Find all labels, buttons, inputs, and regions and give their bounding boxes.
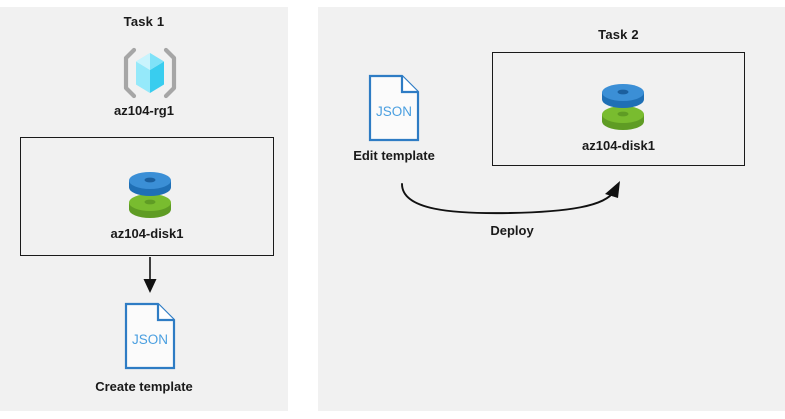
resource-group-label: az104-rg1: [114, 103, 174, 118]
json-file-icon: JSON: [124, 302, 176, 370]
arrow-down-icon: [130, 256, 170, 296]
json-file-icon: JSON: [368, 74, 420, 142]
json-icon-text: JSON: [376, 104, 412, 119]
task2-title: Task 2: [598, 27, 639, 42]
resource-group-cube-icon: [120, 44, 180, 102]
arrow-curved-icon: [392, 180, 628, 222]
task1-title: Task 1: [123, 14, 165, 29]
json-icon-text: JSON: [132, 332, 168, 347]
task2-disk-label: az104-disk1: [582, 138, 655, 153]
create-template-label: Create template: [95, 379, 193, 394]
managed-disk-icon: [122, 166, 178, 222]
deploy-label: Deploy: [490, 223, 534, 238]
task1-disk-label: az104-disk1: [110, 226, 184, 241]
managed-disk-icon: [595, 78, 651, 134]
edit-template-label: Edit template: [353, 148, 435, 163]
